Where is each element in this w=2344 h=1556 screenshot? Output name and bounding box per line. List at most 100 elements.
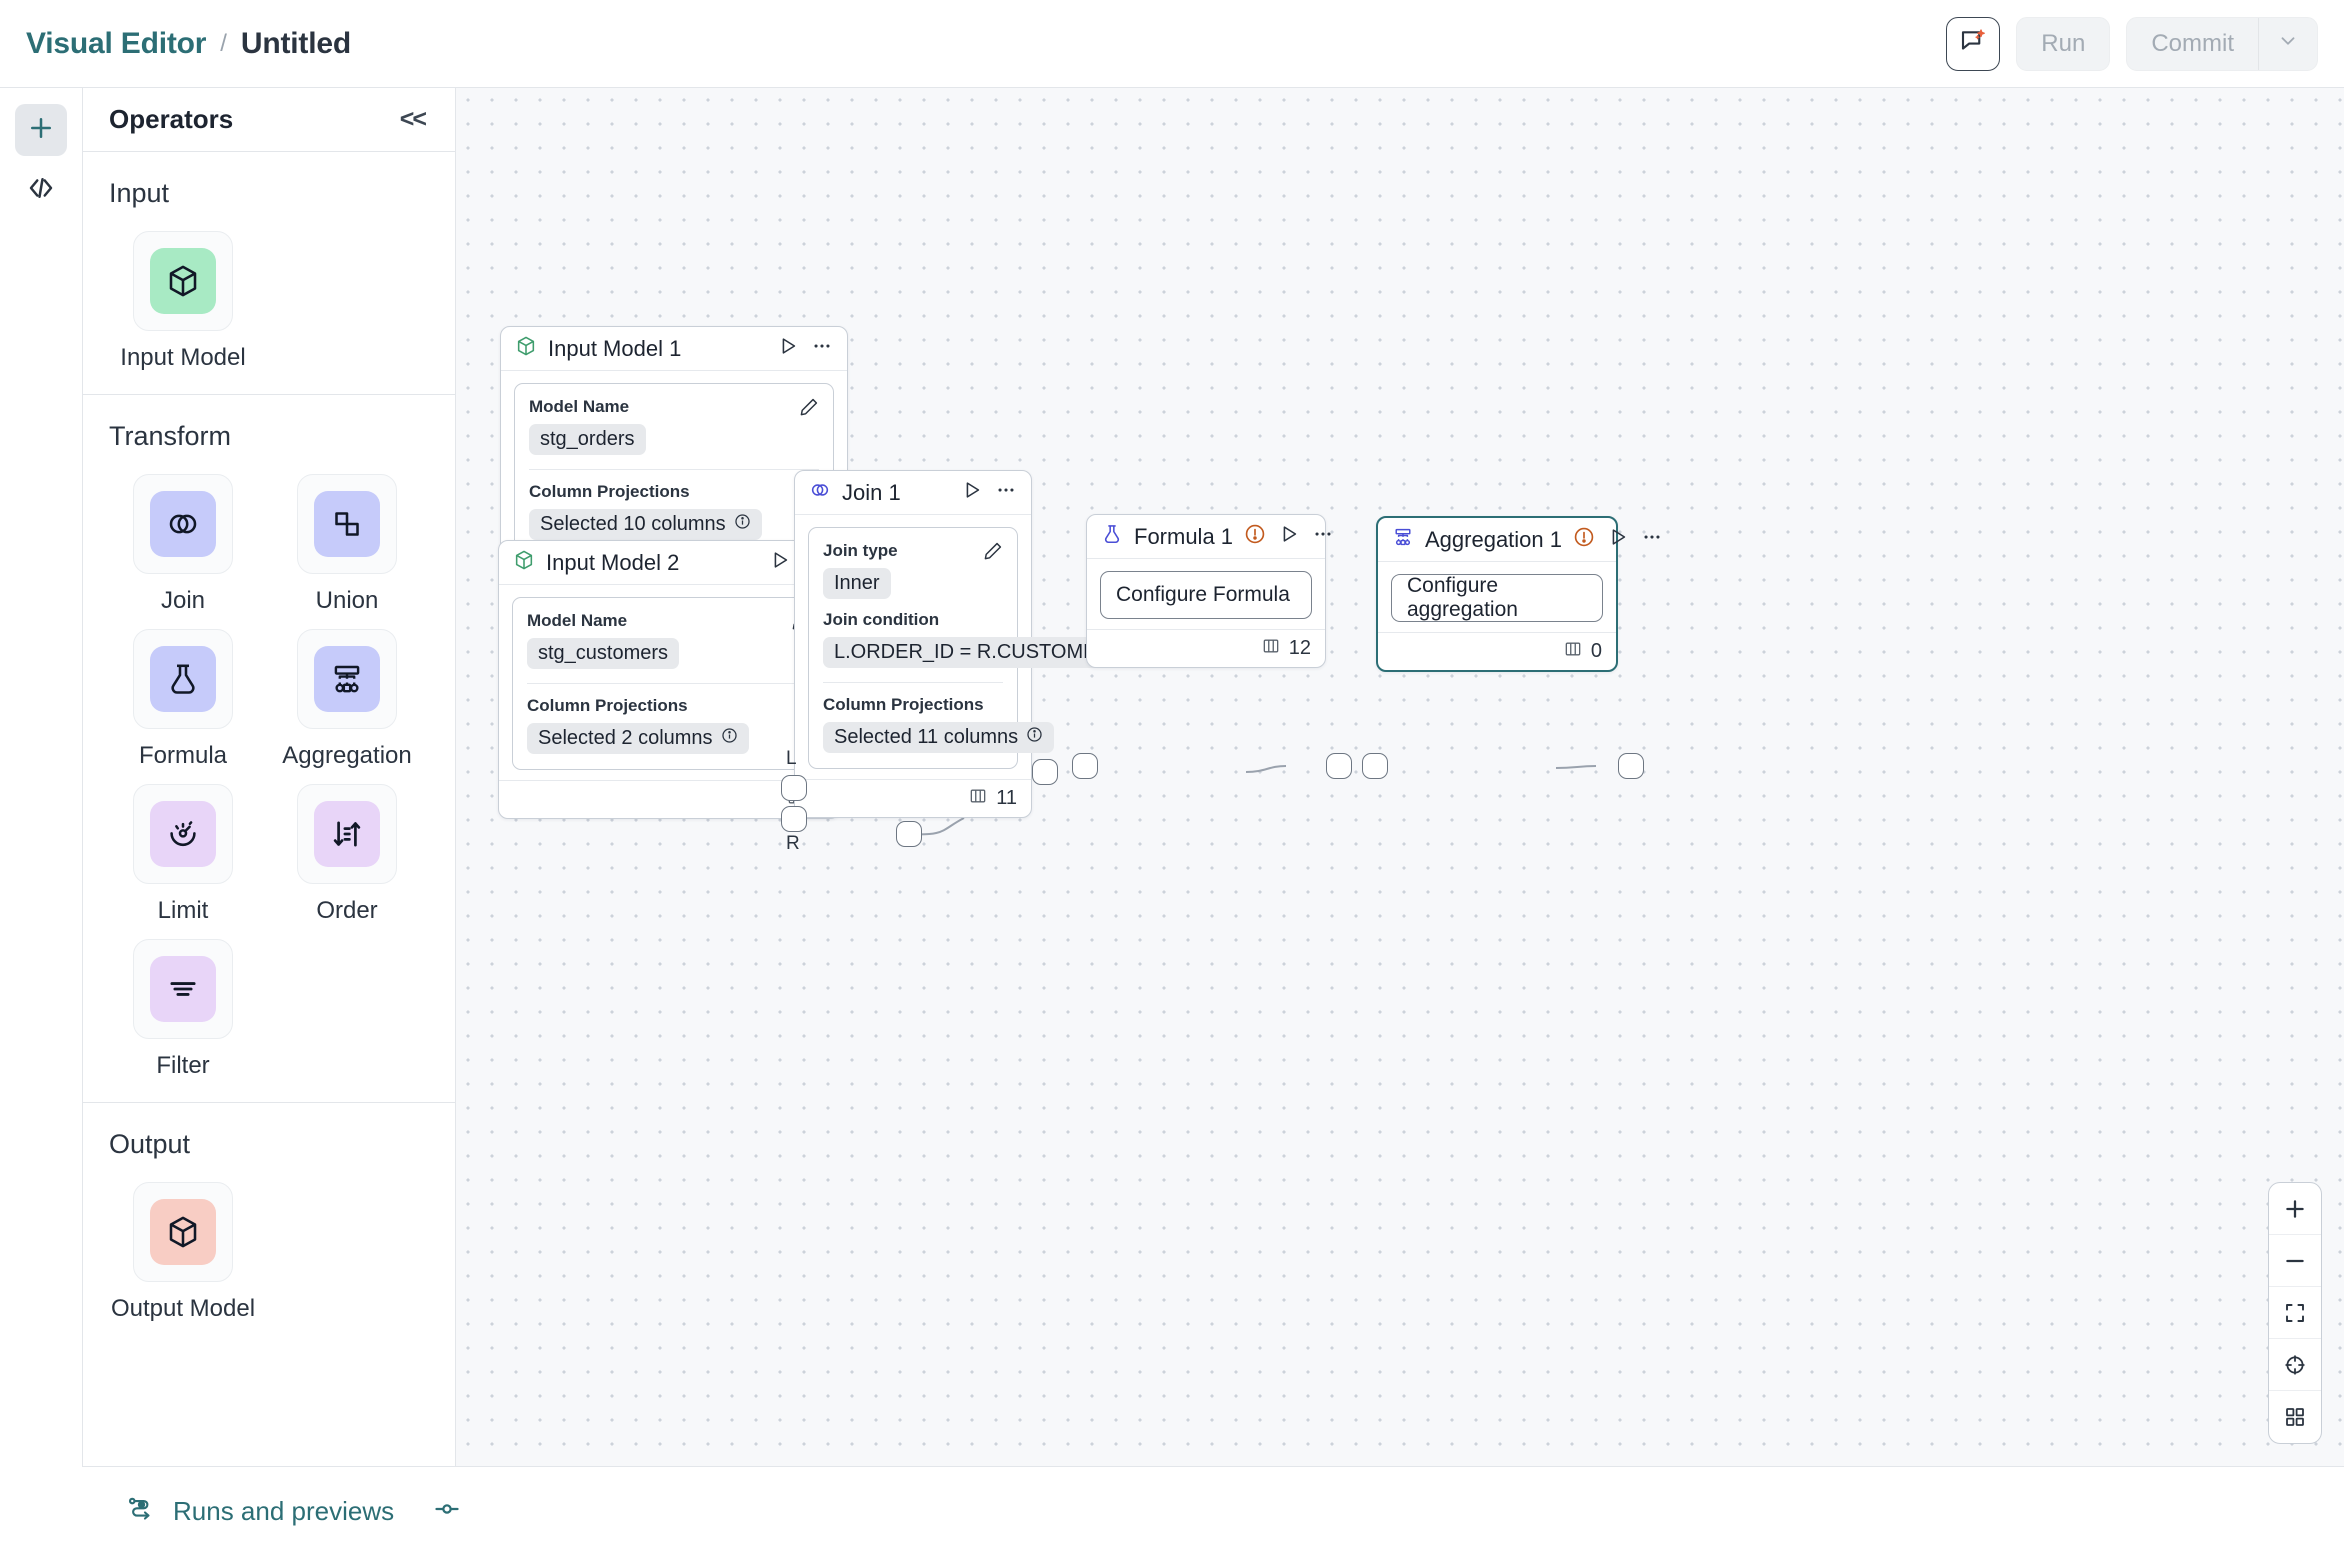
runs-and-previews-button[interactable]: Runs and previews [126, 1493, 394, 1530]
collapse-panel-button[interactable]: << [399, 105, 427, 133]
run-button[interactable]: Run [2016, 16, 2111, 71]
zoom-in-button[interactable] [2269, 1183, 2321, 1235]
field-label: Model Name [529, 397, 630, 416]
gauge-icon [150, 801, 216, 867]
add-operator-button[interactable] [15, 104, 67, 156]
crosshair-icon [2285, 1354, 2305, 1375]
operator-join[interactable]: Join [109, 474, 257, 615]
operator-limit[interactable]: Limit [109, 784, 257, 925]
divider [527, 683, 811, 684]
field-label: Column Projections [529, 482, 690, 501]
operator-output-model[interactable]: Output Model [109, 1182, 257, 1323]
section-title-output: Output [109, 1129, 191, 1159]
field-value[interactable]: stg_orders [529, 424, 646, 455]
runs-flow-icon [126, 1493, 156, 1530]
operator-aggregation[interactable]: Aggregation [273, 629, 421, 770]
info-circle-icon[interactable] [721, 727, 738, 750]
field-value-text: Selected 11 columns [834, 726, 1019, 748]
output-port-input-model-2[interactable] [896, 821, 922, 847]
pencil-icon[interactable] [798, 396, 820, 423]
play-triangle-icon[interactable] [1278, 523, 1300, 550]
output-port-formula-1[interactable] [1326, 753, 1352, 779]
port-label-right: R [786, 833, 800, 854]
zoom-out-button[interactable] [2269, 1235, 2321, 1287]
columns-icon [1563, 639, 1583, 665]
commit-dropdown-button[interactable] [2259, 18, 2317, 70]
field-value-text: Selected 2 columns [538, 727, 713, 749]
output-port-aggregation-1[interactable] [1618, 753, 1644, 779]
field-value[interactable]: stg_customers [527, 638, 680, 669]
play-triangle-icon[interactable] [769, 549, 791, 576]
node-body: Model Name stg_customers Column Projecti… [499, 585, 839, 780]
field-label: Column Projections [823, 695, 984, 714]
node-header: Input Model 2 [499, 541, 839, 585]
info-circle-icon[interactable] [734, 513, 751, 536]
operator-order[interactable]: Order [273, 784, 421, 925]
union-squares-icon [314, 491, 380, 557]
ai-chat-sparkle-icon [1958, 26, 1988, 61]
code-view-button[interactable] [15, 164, 67, 216]
node-footer: 11 [795, 779, 1031, 817]
input-port-join-right[interactable] [781, 806, 807, 832]
more-horizontal-icon[interactable] [811, 335, 833, 362]
operator-union[interactable]: Union [273, 474, 421, 615]
operator-input-model[interactable]: Input Model [109, 231, 257, 372]
venn-circles-icon [150, 491, 216, 557]
grid-squares-icon [2286, 1408, 2304, 1426]
section-title-transform: Transform [109, 421, 232, 451]
field-label: Join condition [823, 610, 940, 629]
node-header: Join 1 [795, 471, 1031, 515]
fit-view-button[interactable] [2269, 1287, 2321, 1339]
ai-assistant-button[interactable] [1946, 16, 2001, 71]
warning-circle-icon[interactable] [1573, 526, 1595, 553]
more-horizontal-icon[interactable] [1312, 523, 1334, 550]
info-circle-icon[interactable] [1026, 726, 1043, 749]
pencil-icon[interactable] [982, 540, 1004, 567]
node-footer: 0 [1378, 632, 1616, 670]
divider [823, 682, 1003, 683]
toggle-grid-button[interactable] [2269, 1391, 2321, 1443]
recenter-button[interactable] [2269, 1339, 2321, 1391]
page-title: Untitled [240, 26, 351, 60]
input-port-formula-1[interactable] [1072, 753, 1098, 779]
field-label: Model Name [527, 611, 628, 630]
more-horizontal-icon[interactable] [1641, 526, 1663, 553]
runs-panel-toggle[interactable] [432, 1494, 462, 1529]
field-value[interactable]: Inner [823, 568, 891, 599]
node-title: Input Model 1 [548, 335, 682, 361]
play-triangle-icon[interactable] [1607, 526, 1629, 553]
runs-and-previews-label: Runs and previews [173, 1496, 395, 1526]
node-input-model-2[interactable]: Input Model 2 Model Name stg_customers C… [498, 540, 840, 819]
operator-filter[interactable]: Filter [109, 939, 257, 1080]
operator-section-input: Input Input Model [83, 152, 455, 395]
node-aggregation-1[interactable]: Aggregation 1 Configure aggregation 0 [1376, 516, 1660, 672]
play-triangle-icon[interactable] [961, 479, 983, 506]
flow-canvas[interactable]: Input Model 1 Model Name stg_orders Colu… [456, 88, 2344, 1466]
play-triangle-icon[interactable] [777, 335, 799, 362]
canvas-controls [2268, 1182, 2322, 1444]
node-join-1[interactable]: Join 1 Join type Inner Join condition L.… [794, 470, 1154, 818]
flask-icon [1101, 523, 1123, 550]
columns-icon [1261, 636, 1281, 662]
plus-icon [2286, 1199, 2304, 1218]
input-port-aggregation-1[interactable] [1362, 753, 1388, 779]
node-formula-1[interactable]: Formula 1 Configure Formula 12 [1086, 514, 1331, 668]
input-port-join-left[interactable] [781, 775, 807, 801]
node-title: Aggregation 1 [1425, 526, 1562, 552]
node-footer: 12 [1087, 629, 1325, 667]
field-value[interactable]: Selected 11 columns [823, 722, 1055, 753]
more-horizontal-icon[interactable] [995, 479, 1017, 506]
column-count: 11 [996, 787, 1017, 809]
commit-button[interactable]: Commit [2127, 17, 2259, 70]
breadcrumb: Visual Editor / Untitled [26, 27, 351, 61]
warning-circle-icon[interactable] [1244, 523, 1266, 550]
output-port-join-1[interactable] [1032, 759, 1058, 785]
operator-formula[interactable]: Formula [109, 629, 257, 770]
configure-aggregation-button[interactable]: Configure aggregation [1391, 574, 1603, 622]
field-value[interactable]: Selected 2 columns [527, 723, 749, 754]
breadcrumb-root-link[interactable]: Visual Editor [26, 26, 207, 60]
configure-formula-button[interactable]: Configure Formula [1100, 571, 1312, 619]
operator-grid-output: Output Model [109, 1182, 429, 1323]
hierarchy-icon [314, 646, 380, 712]
field-value[interactable]: Selected 10 columns [529, 509, 762, 540]
